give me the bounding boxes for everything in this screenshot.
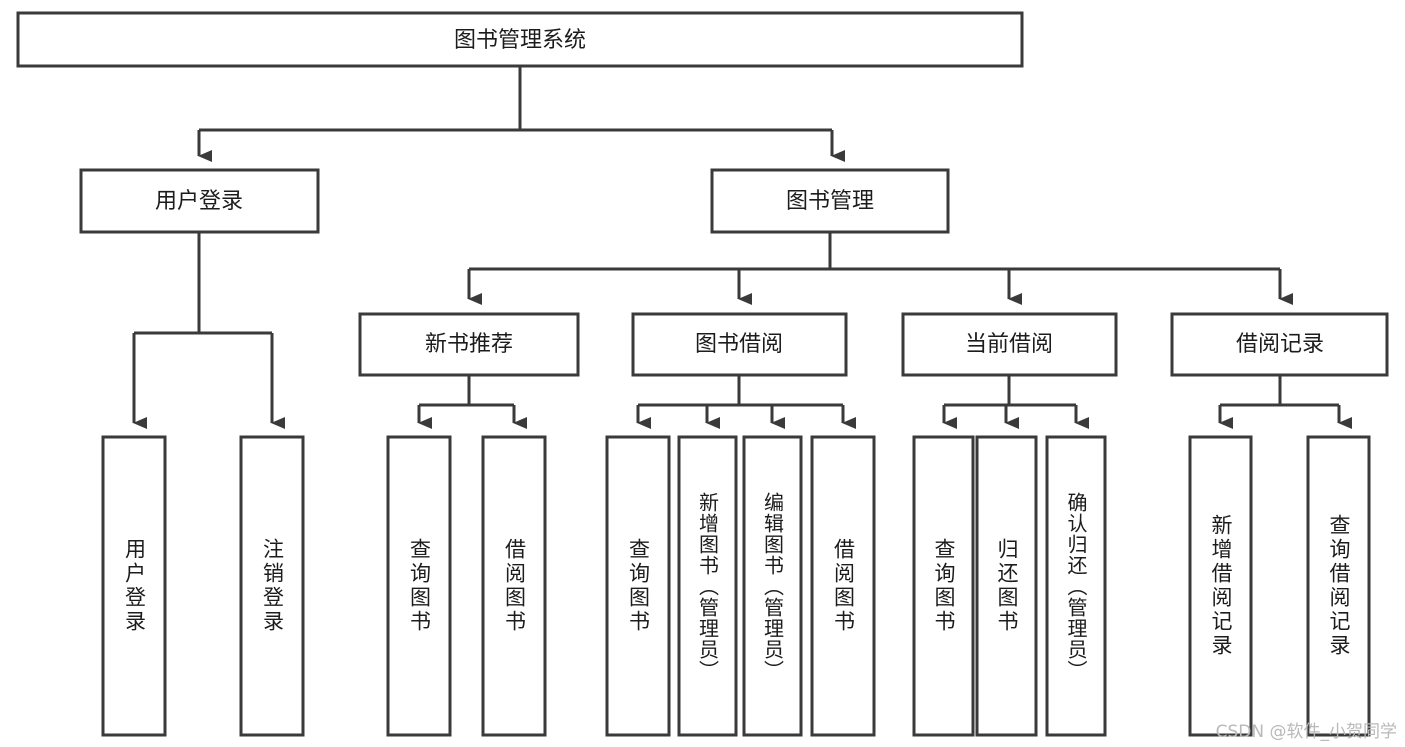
node-borrow-record-label: 借阅记录 [1236,332,1324,357]
leaf-label-query-record: 查询借阅记录 [1327,514,1351,658]
leaf-box-edit-book[interactable] [742,435,803,737]
connector-newbook-to-leaves [417,375,527,429]
leaf-label-add-record: 新增借阅记录 [1209,514,1233,658]
leaf-box-add-book[interactable] [677,435,738,737]
connector-borrowrecord-to-leaves [1218,375,1352,429]
leaf-label-borrow-book-1: 借阅图书 [502,538,527,634]
node-root[interactable]: 图书管理系统 [16,11,1024,68]
leaf-label-add-book: 新增图书（管理员） [695,491,720,681]
leaf-box-query-record[interactable] [1306,435,1371,737]
leaf-box-add-record[interactable] [1188,435,1253,737]
node-book-borrow[interactable]: 图书借阅 [631,312,848,377]
leaf-box-borrow-book-2[interactable] [810,435,876,737]
node-book-borrow-label: 图书借阅 [695,332,783,357]
node-new-book-recommend[interactable]: 新书推荐 [358,312,580,377]
node-current-borrow-label: 当前借阅 [965,332,1053,357]
leaf-label-return-book: 归还图书 [995,538,1019,634]
leaf-box-query-book-3[interactable] [912,435,975,737]
leaf-label-query-book-3: 查询图书 [932,538,956,634]
node-user-login[interactable]: 用户登录 [79,168,320,234]
connector-bookborrow-to-leaves [636,375,856,429]
node-root-label: 图书管理系统 [454,28,586,53]
node-current-borrow[interactable]: 当前借阅 [901,312,1118,377]
leaf-label-query-book-2: 查询图书 [626,538,651,634]
node-book-management-label: 图书管理 [786,189,874,214]
leaf-box-logout[interactable] [239,435,305,737]
leaf-label-borrow-book-2: 借阅图书 [831,538,856,634]
leaf-box-query-book-2[interactable] [605,435,671,737]
connector-userlogin-to-leaves [132,232,285,429]
connector-bookmgmt-to-level3 [467,232,1293,305]
node-book-management[interactable]: 图书管理 [710,168,950,234]
leaf-label-user-login: 用户登录 [122,538,147,634]
leaf-box-borrow-book-1[interactable] [481,435,547,737]
leaf-box-return-book[interactable] [975,435,1038,737]
leaf-box-confirm-return[interactable] [1045,435,1107,737]
leaf-box-query-book-1[interactable] [386,435,452,737]
connector-currentborrow-to-leaves [942,375,1089,429]
node-borrow-record[interactable]: 借阅记录 [1170,312,1389,377]
leaf-label-edit-book: 编辑图书（管理员） [760,491,785,681]
csdn-watermark: CSDN @软件_小贺同学 [1215,722,1397,742]
leaf-label-confirm-return: 确认归还（管理员） [1064,491,1088,681]
leaf-label-logout: 注销登录 [260,538,285,634]
leaf-box-user-login[interactable] [101,435,167,737]
connector-root-to-level2 [197,66,845,162]
leaf-label-query-book-1: 查询图书 [407,538,432,634]
node-user-login-label: 用户登录 [155,189,243,214]
node-new-book-recommend-label: 新书推荐 [425,332,513,357]
